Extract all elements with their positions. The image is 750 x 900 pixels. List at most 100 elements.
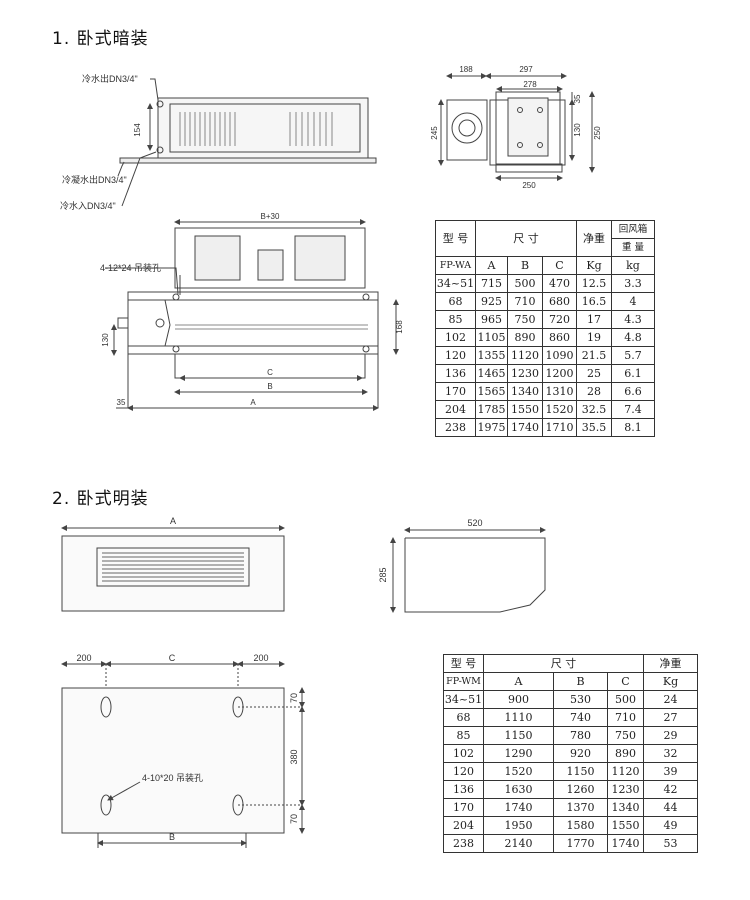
cell-b: 1370 [553, 798, 608, 817]
dim-250-horizontal: 250 [522, 181, 536, 190]
label-hanging-holes-10x20: 4-10*20 吊装孔 [142, 772, 203, 783]
th-weight: 净重 [576, 220, 612, 257]
cell-weight: 53 [643, 834, 698, 853]
cell-c: 750 [607, 726, 644, 745]
dim-520: 520 [467, 518, 482, 528]
cell-model: 238 [443, 834, 484, 853]
cell-weight: 27 [643, 708, 698, 727]
dim-285: 285 [378, 567, 388, 582]
dim-188: 188 [459, 65, 473, 74]
dim-380: 380 [289, 749, 299, 764]
cell-model: 34~51 [435, 274, 476, 293]
label-hanging-holes-12x24: 4-12*24 吊装孔 [100, 262, 161, 273]
cell-b: 1120 [507, 346, 543, 365]
cell-box-weight: 7.4 [611, 400, 655, 419]
cell-c: 470 [542, 274, 577, 293]
label-condensate-outlet: 冷凝水出DN3/4" [62, 174, 127, 185]
cell-model: 120 [443, 762, 484, 781]
cell-b: 740 [553, 708, 608, 727]
dim-250-vertical: 250 [593, 126, 602, 140]
cell-b: 710 [507, 292, 543, 311]
dim-297: 297 [519, 65, 533, 74]
th-model: 型 号 [435, 220, 476, 257]
label-chilled-water-outlet: 冷水出DN3/4" [82, 73, 138, 84]
cell-b: 530 [553, 690, 608, 709]
cell-a: 1630 [483, 780, 554, 799]
cell-model: 204 [443, 816, 484, 835]
th-kg: Kg [576, 256, 612, 275]
dim-168: 168 [395, 320, 404, 334]
cell-a: 715 [475, 274, 508, 293]
cell-model: 102 [443, 744, 484, 763]
cell-b: 1340 [507, 382, 543, 401]
dim-154: 154 [133, 123, 142, 137]
cell-a: 1355 [475, 346, 508, 365]
cell-a: 1520 [483, 762, 554, 781]
th-kg: Kg [643, 672, 698, 691]
label-chilled-water-inlet: 冷水入DN3/4" [60, 200, 116, 211]
cell-box-weight: 3.3 [611, 274, 655, 293]
cell-box-weight: 4 [611, 292, 655, 311]
cell-b: 1740 [507, 418, 543, 437]
dim-130-end: 130 [573, 123, 582, 137]
dim-200-right: 200 [253, 653, 268, 663]
cell-a: 1110 [483, 708, 554, 727]
cell-model: 136 [443, 780, 484, 799]
cell-model: 120 [435, 346, 476, 365]
th-return-box-weight: 重 量 [611, 238, 655, 257]
dim-70-top: 70 [289, 693, 299, 703]
cell-c: 1710 [542, 418, 577, 437]
cell-a: 925 [475, 292, 508, 311]
cell-box-weight: 4.8 [611, 328, 655, 347]
cell-c: 860 [542, 328, 577, 347]
cell-model: 136 [435, 364, 476, 383]
section2-title: 2. 卧式明装 [52, 489, 149, 509]
cell-box-weight: 4.3 [611, 310, 655, 329]
cell-weight: 42 [643, 780, 698, 799]
cell-b: 750 [507, 310, 543, 329]
cell-model: 238 [435, 418, 476, 437]
concealed-side-view [117, 78, 377, 207]
cell-weight: 24 [643, 690, 698, 709]
cell-model: 170 [435, 382, 476, 401]
cell-a: 965 [475, 310, 508, 329]
cell-c: 680 [542, 292, 577, 311]
cell-c: 1740 [607, 834, 644, 853]
cell-b: 1770 [553, 834, 608, 853]
dim-200-left: 200 [76, 653, 91, 663]
cell-c: 1120 [607, 762, 644, 781]
th-series: FP-WM [443, 672, 484, 691]
cell-model: 85 [435, 310, 476, 329]
cell-b: 1580 [553, 816, 608, 835]
cell-b: 780 [553, 726, 608, 745]
cell-a: 1150 [483, 726, 554, 745]
cell-a: 1290 [483, 744, 554, 763]
dim-130-plan: 130 [101, 333, 110, 347]
cell-c: 1310 [542, 382, 577, 401]
cell-weight: 19 [576, 328, 612, 347]
concealed-plan-view [105, 219, 399, 411]
cell-weight: 28 [576, 382, 612, 401]
cell-c: 720 [542, 310, 577, 329]
cell-c: 1520 [542, 400, 577, 419]
dim-b-plus-30: B+30 [261, 212, 280, 221]
cell-box-weight: 5.7 [611, 346, 655, 365]
dim-c-concealed: C [267, 368, 273, 377]
th-series: FP-WA [435, 256, 476, 275]
cell-weight: 16.5 [576, 292, 612, 311]
dim-35-horizontal: 35 [117, 398, 126, 407]
cell-a: 1740 [483, 798, 554, 817]
cell-b: 1260 [553, 780, 608, 799]
section1-title: 1. 卧式暗装 [52, 29, 149, 49]
